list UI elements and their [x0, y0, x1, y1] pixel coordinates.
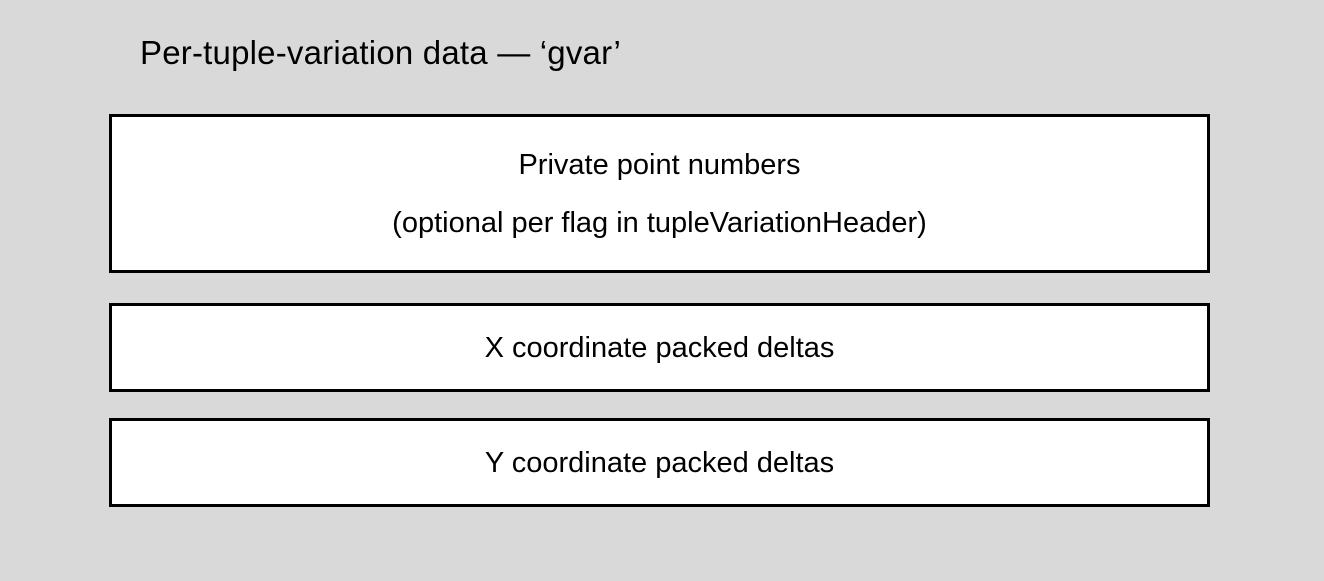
diagram-title: Per-tuple-variation data — ‘gvar’: [140, 34, 622, 71]
x-coordinate-packed-deltas-label: X coordinate packed deltas: [484, 331, 835, 364]
y-coordinate-packed-deltas-label: Y coordinate packed deltas: [484, 446, 835, 479]
private-point-numbers-label: Private point numbers: [518, 148, 801, 181]
x-coordinate-packed-deltas-box: X coordinate packed deltas: [109, 303, 1210, 392]
private-point-numbers-note: (optional per flag in tupleVariationHead…: [392, 206, 927, 239]
private-point-numbers-box: Private point numbers (optional per flag…: [109, 114, 1210, 273]
y-coordinate-packed-deltas-box: Y coordinate packed deltas: [109, 418, 1210, 507]
